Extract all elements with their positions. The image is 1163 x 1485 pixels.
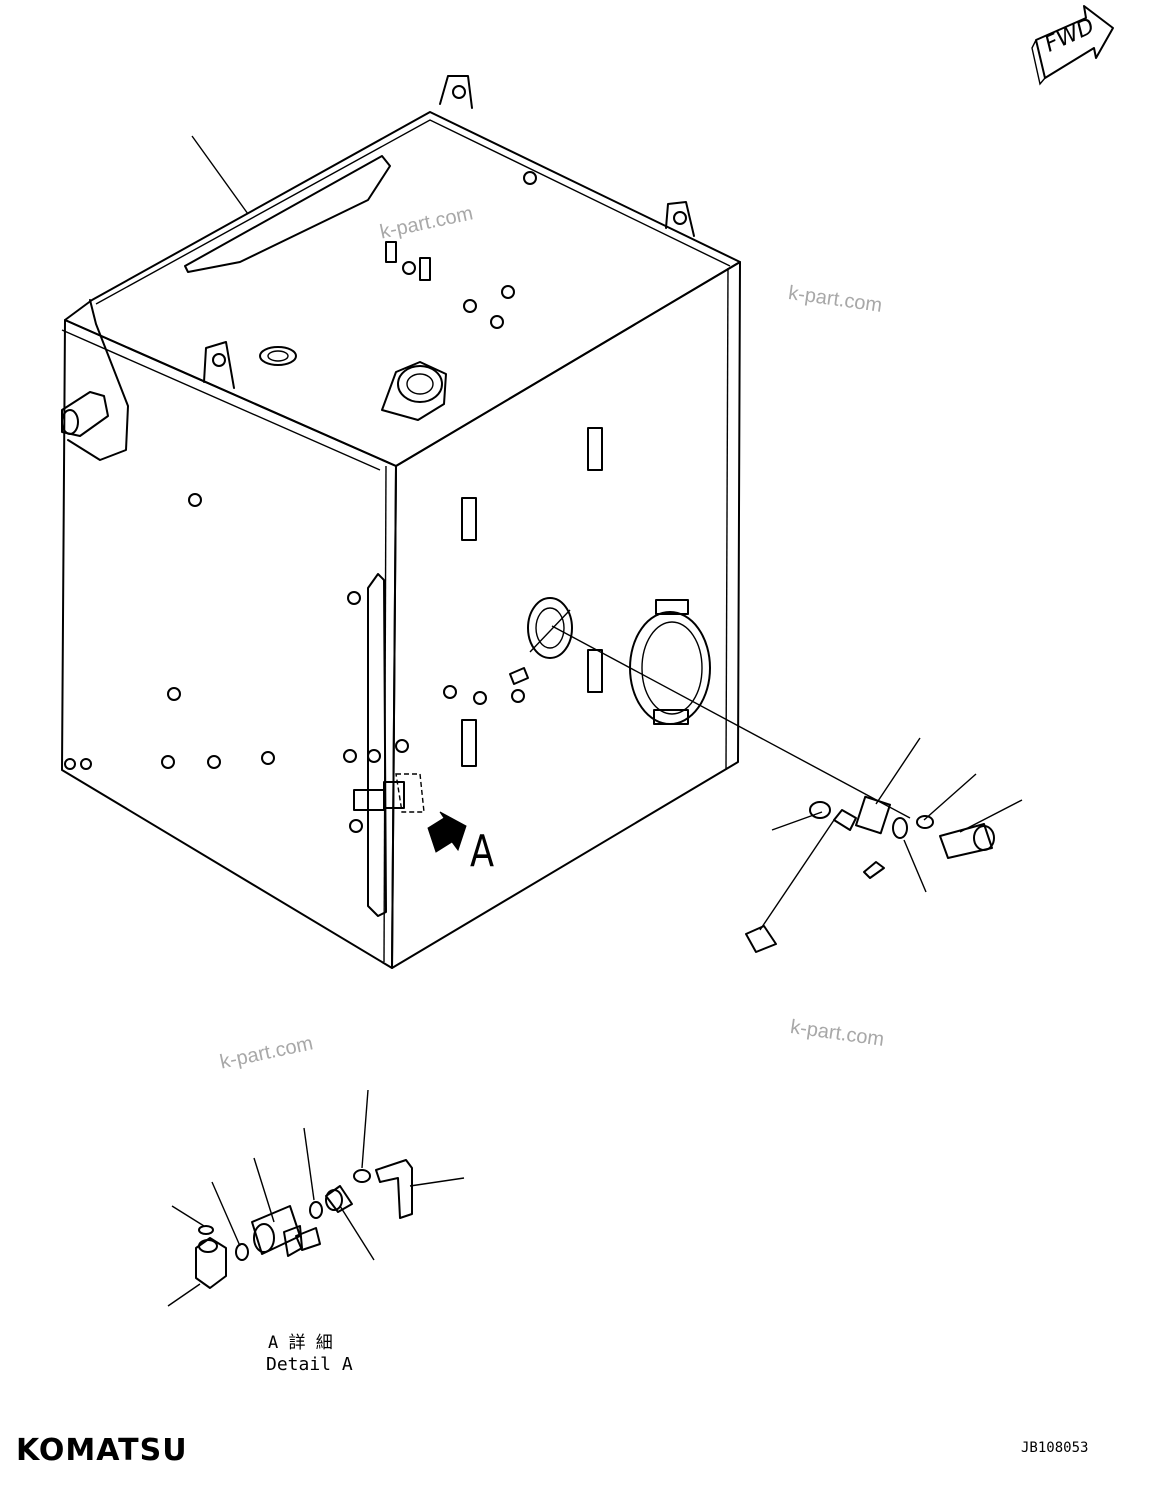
- boss-icon: [64, 493, 525, 833]
- leader-lines: [191, 135, 1023, 893]
- side-bracket-icon: [61, 299, 129, 461]
- komatsu-logo: KOMATSU: [16, 1433, 188, 1468]
- view-arrow-icon: [427, 811, 467, 853]
- stud-icon: [385, 171, 537, 329]
- mounting-block-icon: [461, 427, 603, 767]
- lifting-eye-icon: [203, 75, 695, 389]
- detail-caption-english: Detail A: [266, 1354, 353, 1375]
- guard-strip: [367, 573, 387, 917]
- inspection-cover-icon: [629, 599, 711, 725]
- drain-fitting-icon: [353, 773, 425, 813]
- view-a-label: A: [470, 826, 495, 877]
- detail-caption-japanese: A 詳 細: [268, 1333, 333, 1353]
- detail-a-assembly: [195, 1159, 413, 1289]
- explode-line: [551, 625, 911, 819]
- filler-port-icon: [259, 346, 447, 421]
- drawing-code: JB108053: [1021, 1440, 1089, 1456]
- detail-leader-lines: [167, 1089, 465, 1307]
- fwd-arrow-icon: [1031, 5, 1114, 86]
- tank-body: [61, 111, 741, 969]
- sight-gauge-parts: [745, 795, 995, 953]
- sight-gauge-icon: [509, 597, 573, 685]
